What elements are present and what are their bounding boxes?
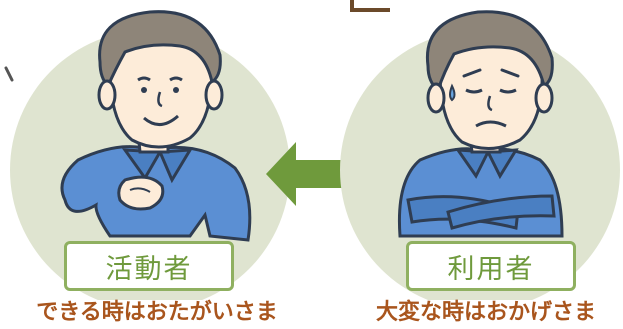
frame-corner [350,0,390,12]
helper-role-label: 活動者 [64,241,234,291]
user-role-label: 利用者 [406,241,576,291]
tick-mark [4,66,14,82]
user-hair [425,10,554,93]
user-figure [340,0,620,300]
user-caption: 大変な時はおかげさま [375,300,596,325]
helper-figure [4,10,290,300]
helper-caption: できる時はおたがいさま [36,300,278,325]
helper-fist [117,175,165,211]
helper-role-text: 活動者 [105,253,193,285]
user-role-text: 利用者 [447,253,535,285]
